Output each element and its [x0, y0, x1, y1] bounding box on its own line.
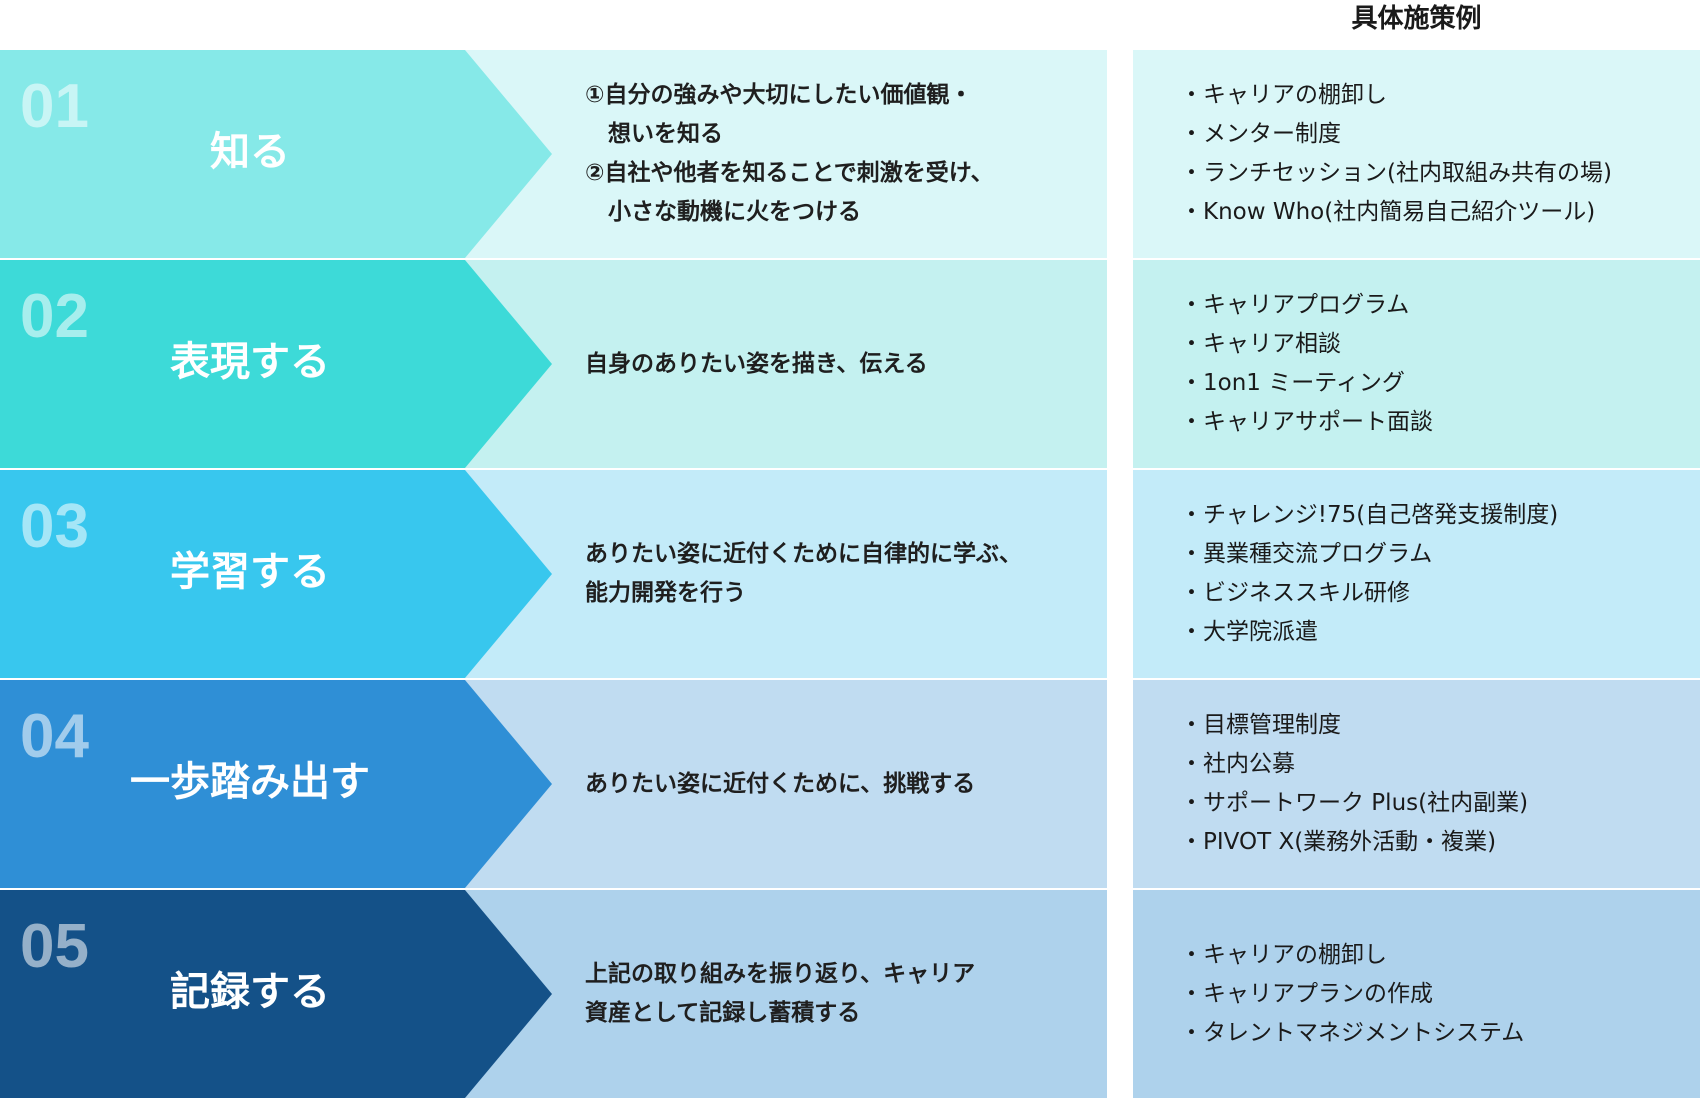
example-item: ランチセッション(社内取組み共有の場) — [1180, 154, 1612, 193]
step-number: 02 — [20, 282, 89, 351]
step-description: ①自分の強みや大切にしたい価値観・想いを知る ②自社や他者を知ることで刺激を受け、… — [585, 50, 1085, 258]
step-description: 自身のありたい姿を描き、伝える — [585, 260, 1085, 468]
step-label: 学習する — [170, 549, 330, 595]
step-label: 一歩踏み出す — [130, 759, 370, 805]
example-item: キャリアプランの作成 — [1180, 975, 1524, 1014]
step-arrow: 01 知る — [0, 50, 552, 258]
description-line: ありたい姿に近付くために自律的に学ぶ、 — [585, 541, 1022, 567]
step-row: 02 表現する 自身のありたい姿を描き、伝える キャリアプログラムキャリア相談1on1… — [0, 260, 1700, 468]
description-line: 小さな動機に火をつける — [608, 199, 861, 225]
step-number: 01 — [20, 72, 89, 141]
example-item: Know Who(社内簡易自己紹介ツール) — [1180, 193, 1612, 232]
description-line: ①自分の強みや大切にしたい価値観・ — [585, 82, 973, 108]
description-line: 資産として記録し蓄積する — [585, 1000, 861, 1026]
examples-list: キャリアの棚卸しキャリアプランの作成タレントマネジメントシステム — [1180, 890, 1524, 1098]
description-line: ②自社や他者を知ることで刺激を受け、 — [585, 160, 994, 186]
example-item: 目標管理制度 — [1180, 706, 1528, 745]
step-arrow: 02 表現する — [0, 260, 552, 468]
example-item: タレントマネジメントシステム — [1180, 1014, 1524, 1053]
step-arrow: 04 一歩踏み出す — [0, 680, 552, 888]
description-line: 想いを知る — [608, 121, 723, 147]
example-item: 1on1 ミーティング — [1180, 364, 1433, 403]
example-item: 大学院派遣 — [1180, 613, 1558, 652]
step-row: 04 一歩踏み出す ありたい姿に近付くために、挑戦する 目標管理制度社内公募サポートワ… — [0, 680, 1700, 888]
example-item: 異業種交流プログラム — [1180, 535, 1558, 574]
step-label: 表現する — [170, 339, 330, 385]
example-item: キャリアの棚卸し — [1180, 936, 1524, 975]
example-item: キャリアサポート面談 — [1180, 403, 1433, 442]
step-label: 知る — [210, 129, 290, 175]
examples-list: キャリアの棚卸しメンター制度ランチセッション(社内取組み共有の場)Know Wh… — [1180, 50, 1612, 258]
description-line: 自身のありたい姿を描き、伝える — [585, 350, 928, 377]
example-item: チャレンジ!75(自己啓発支援制度) — [1180, 496, 1558, 535]
example-item: キャリアプログラム — [1180, 286, 1433, 325]
example-item: キャリアの棚卸し — [1180, 76, 1612, 115]
step-description: 上記の取り組みを振り返り、キャリア資産として記録し蓄積する — [585, 890, 1085, 1098]
step-label: 記録する — [170, 969, 330, 1015]
step-description: ありたい姿に近付くために自律的に学ぶ、能力開発を行う — [585, 470, 1085, 678]
examples-header: 具体施策例 — [1351, 4, 1482, 34]
step-number: 05 — [20, 912, 89, 981]
description-line: ありたい姿に近付くために、挑戦する — [585, 770, 976, 797]
example-item: キャリア相談 — [1180, 325, 1433, 364]
example-item: ビジネススキル研修 — [1180, 574, 1558, 613]
step-description: ありたい姿に近付くために、挑戦する — [585, 680, 1085, 888]
step-number: 03 — [20, 492, 89, 561]
example-item: サポートワーク Plus(社内副業) — [1180, 784, 1528, 823]
examples-list: 目標管理制度社内公募サポートワーク Plus(社内副業)PIVOT X(業務外活… — [1180, 680, 1528, 888]
step-arrow: 03 学習する — [0, 470, 552, 678]
description-line: 能力開発を行う — [585, 580, 746, 606]
examples-list: キャリアプログラムキャリア相談1on1 ミーティングキャリアサポート面談 — [1180, 260, 1433, 468]
example-item: PIVOT X(業務外活動・複業) — [1180, 823, 1528, 862]
step-row: 03学習するありたい姿に近付くために自律的に学ぶ、能力開発を行うチャレンジ!75… — [0, 470, 1700, 678]
example-item: メンター制度 — [1180, 115, 1612, 154]
step-number: 04 — [20, 702, 89, 771]
step-row: 01 知る ①自分の強みや大切にしたい価値観・想いを知る ②自社や他者を知ることで刺激… — [0, 50, 1700, 258]
step-arrow: 05 記録する — [0, 890, 552, 1098]
step-row: 05記録する上記の取り組みを振り返り、キャリア資産として記録し蓄積するキャリアの… — [0, 890, 1700, 1098]
examples-list: チャレンジ!75(自己啓発支援制度)異業種交流プログラムビジネススキル研修大学院… — [1180, 470, 1558, 678]
example-item: 社内公募 — [1180, 745, 1528, 784]
description-line: 上記の取り組みを振り返り、キャリア — [585, 961, 976, 987]
